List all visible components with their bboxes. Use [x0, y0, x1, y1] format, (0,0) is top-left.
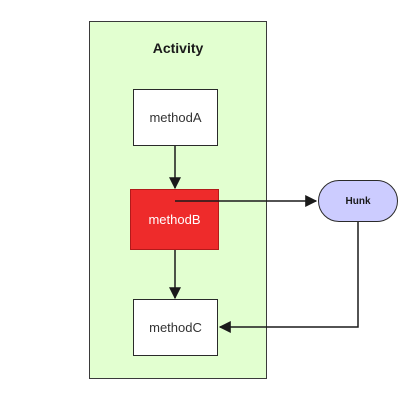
- hunk-label: Hunk: [345, 195, 371, 207]
- method-a-label: methodA: [149, 110, 202, 125]
- edge-hunk-to-methodc: [218, 222, 359, 333]
- method-c-node[interactable]: methodC: [133, 299, 218, 356]
- method-c-label: methodC: [149, 320, 202, 335]
- hunk-node[interactable]: Hunk: [318, 180, 398, 222]
- method-b-node[interactable]: methodB: [130, 189, 219, 250]
- activity-title: Activity: [152, 40, 204, 56]
- method-b-label: methodB: [148, 212, 201, 227]
- method-a-node[interactable]: methodA: [133, 89, 218, 146]
